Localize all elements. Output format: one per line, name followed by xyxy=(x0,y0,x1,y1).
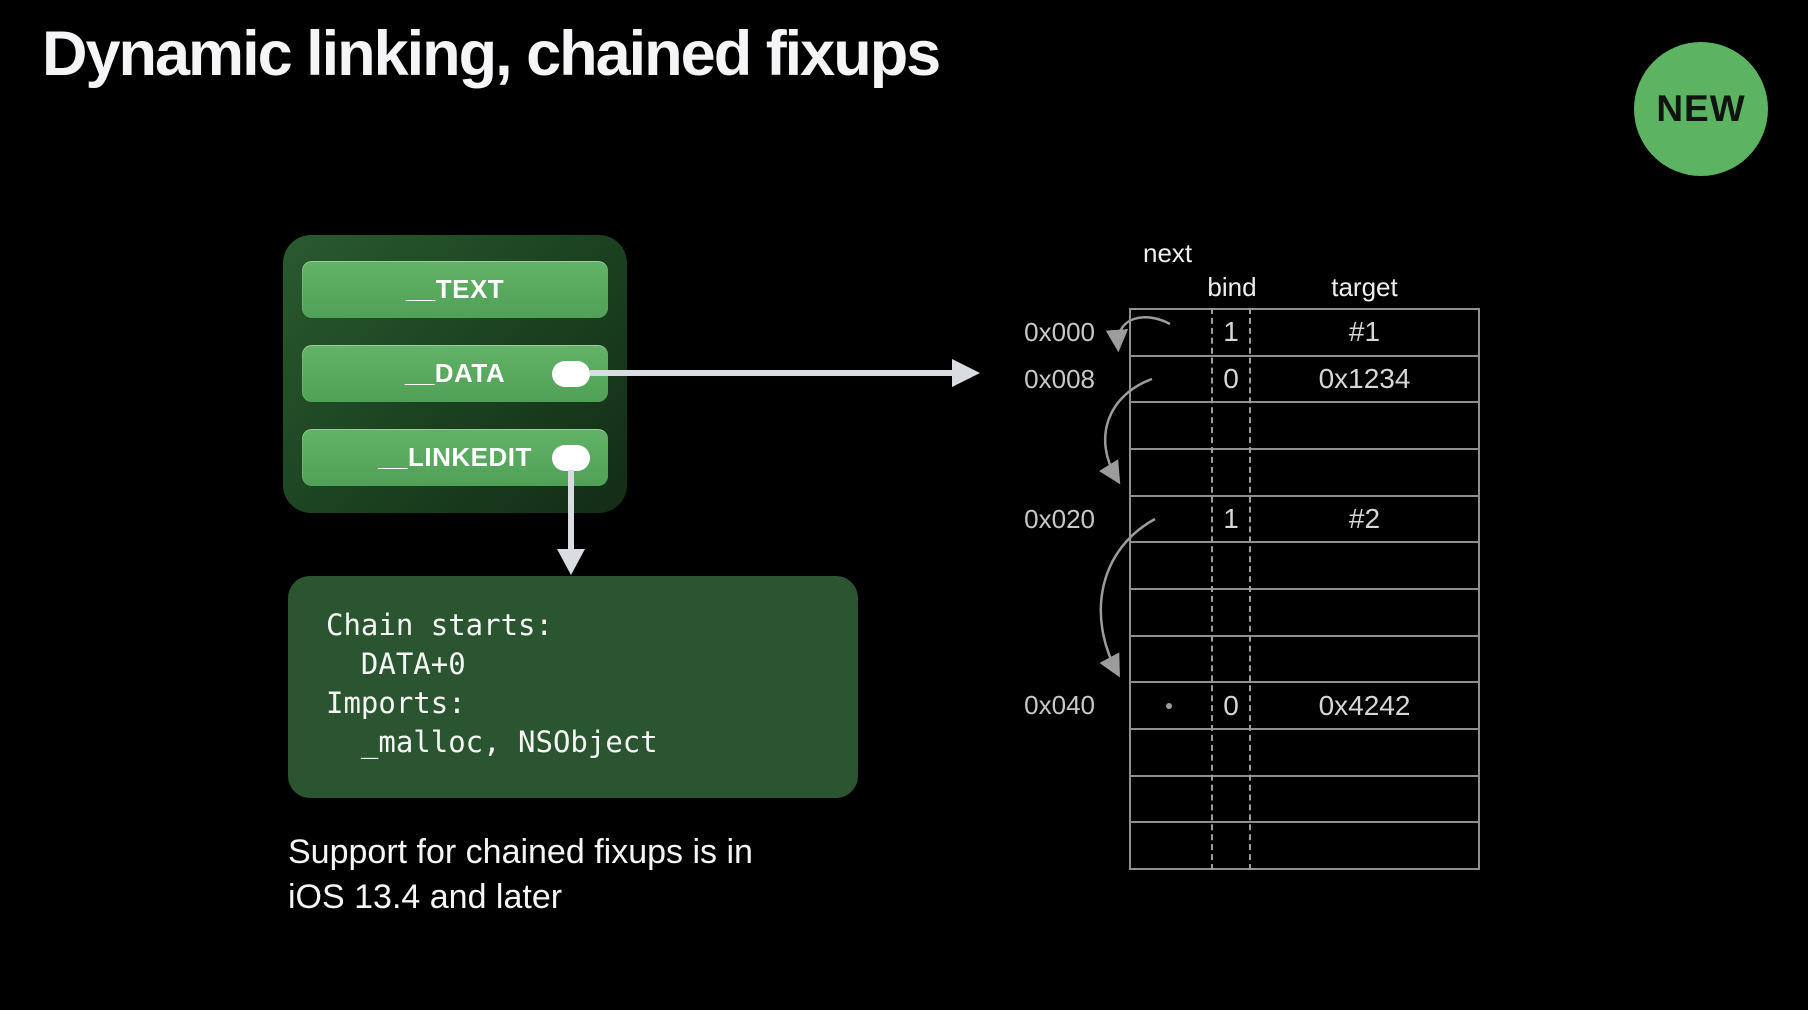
table-row xyxy=(1131,728,1478,775)
code-line: DATA+0 xyxy=(326,647,466,681)
table-row: 0x020 1 #2 xyxy=(1024,494,1478,542)
segments-panel: __TEXT __DATA __LINKEDIT xyxy=(283,235,627,513)
end-of-chain-dot xyxy=(1166,702,1172,709)
new-badge-label: NEW xyxy=(1656,88,1746,129)
segment-text-label: __TEXT xyxy=(405,274,505,304)
code-line: _malloc, NSObject xyxy=(326,725,658,759)
bind-cell: 1 xyxy=(1223,316,1239,348)
table-row xyxy=(1131,774,1478,822)
target-cell: 0x1234 xyxy=(1318,363,1411,394)
support-note-line2: iOS 13.4 and later xyxy=(288,878,563,916)
table-row: 0x040 0 0x4242 xyxy=(1024,681,1478,728)
segment-text: __TEXT xyxy=(302,261,608,318)
support-note: Support for chained fixups is in iOS 13.… xyxy=(288,830,753,920)
row-address-label: 0x008 xyxy=(1024,363,1095,394)
bind-column-header: bind xyxy=(1207,272,1257,302)
table-row: 0x000 1 #1 xyxy=(1024,310,1478,355)
row-address-label: 0x020 xyxy=(1024,503,1095,534)
table-row xyxy=(1131,821,1478,868)
row-address-label: 0x040 xyxy=(1024,690,1095,721)
next-pointer-header: next xyxy=(1143,238,1193,268)
target-cell: #1 xyxy=(1348,316,1381,348)
target-column-header: target xyxy=(1331,272,1398,302)
segment-data: __DATA xyxy=(302,345,608,402)
bind-cell: 0 xyxy=(1223,689,1239,721)
table-row xyxy=(1131,401,1478,448)
table-row xyxy=(1131,588,1478,635)
code-line: Chain starts: xyxy=(326,608,553,642)
target-cell: 0x4242 xyxy=(1318,689,1411,721)
support-note-line1: Support for chained fixups is in xyxy=(288,833,753,871)
target-cell: #2 xyxy=(1348,503,1381,535)
code-line: Imports: xyxy=(326,686,466,720)
table-row xyxy=(1131,634,1478,682)
bind-cell: 1 xyxy=(1223,503,1239,535)
bind-cell: 0 xyxy=(1223,363,1239,394)
segment-linkedit-label: __LINKEDIT xyxy=(378,442,532,472)
new-badge: NEW xyxy=(1634,42,1768,176)
row-address-label: 0x000 xyxy=(1024,316,1095,347)
data-fixup-pill xyxy=(552,361,590,387)
data-to-table-arrow xyxy=(590,359,980,387)
linkedit-fixup-pill xyxy=(552,445,590,471)
table-row xyxy=(1131,448,1478,495)
table-row: 0x008 0 0x1234 xyxy=(1024,354,1478,402)
table-row xyxy=(1131,541,1478,588)
segment-data-label: __DATA xyxy=(404,358,506,388)
chain-info-box: Chain starts: DATA+0 Imports: _malloc, N… xyxy=(288,576,858,798)
fixup-table: next bind target 0x000 1 #1 0x008 0 0x12… xyxy=(1024,238,1480,870)
segment-linkedit: __LINKEDIT xyxy=(302,429,608,486)
slide-title: Dynamic linking, chained fixups xyxy=(42,19,941,89)
